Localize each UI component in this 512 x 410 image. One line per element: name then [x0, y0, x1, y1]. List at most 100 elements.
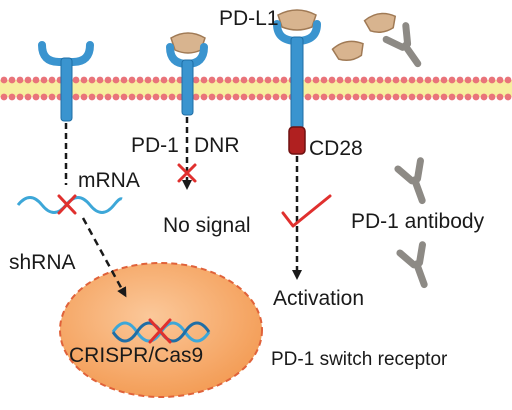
pd-l1-label: PD-L1: [219, 7, 279, 30]
lipid-head: [368, 93, 376, 101]
cross-icon: [148, 318, 172, 344]
lipid-head: [480, 93, 488, 101]
lipid-head: [72, 93, 80, 101]
lipid-head: [424, 93, 432, 101]
lipid-head: [264, 93, 272, 101]
lipid-head: [192, 93, 200, 101]
lipid-head: [32, 76, 40, 84]
antibody-icon: [396, 241, 428, 289]
lipid-head: [408, 76, 416, 84]
lipid-head: [40, 76, 48, 84]
lipid-head: [80, 93, 88, 101]
receptor-icon: [273, 20, 321, 155]
lipid-head: [424, 76, 432, 84]
lipid-head: [232, 76, 240, 84]
lipid-head: [120, 76, 128, 84]
lipid-head: [384, 76, 392, 84]
lipid-head: [200, 93, 208, 101]
lipid-head: [104, 76, 112, 84]
lipid-head: [472, 76, 480, 84]
lipid-head: [224, 76, 232, 84]
lipid-head: [72, 76, 80, 84]
lipid-head: [408, 93, 416, 101]
lipid-head: [488, 93, 496, 101]
lipid-head: [0, 93, 8, 101]
lipid-head: [248, 93, 256, 101]
lipid-head: [112, 93, 120, 101]
lipid-head: [392, 76, 400, 84]
cell-membrane: [0, 76, 512, 101]
lipid-head: [448, 76, 456, 84]
lipid-head: [328, 76, 336, 84]
lipid-head: [456, 76, 464, 84]
lipid-head: [136, 93, 144, 101]
no-signal-label: No signal: [163, 214, 251, 237]
lipid-head: [96, 93, 104, 101]
receptor-icon: [166, 43, 208, 116]
lipid-head: [8, 76, 16, 84]
pd-l1-ligand-icon: [331, 40, 364, 62]
lipid-head: [24, 76, 32, 84]
lipid-head: [384, 93, 392, 101]
lipid-head: [504, 76, 512, 84]
lipid-head: [168, 93, 176, 101]
lipid-head: [128, 93, 136, 101]
lipid-head: [352, 93, 360, 101]
cd28-domain: [288, 126, 306, 155]
lipid-head: [24, 93, 32, 101]
lipid-head: [152, 93, 160, 101]
lipid-head: [344, 76, 352, 84]
lipid-head: [104, 93, 112, 101]
switch-receptor-label: PD-1 switch receptor: [271, 349, 448, 370]
antibody-icon: [394, 157, 426, 205]
crispr-cas9-label: CRISPR/Cas9: [69, 344, 204, 367]
dnr-label: DNR: [194, 134, 240, 157]
lipid-head: [160, 93, 168, 101]
lipid-head: [160, 76, 168, 84]
lipid-head: [144, 93, 152, 101]
lipid-head: [376, 76, 384, 84]
cross-icon: [57, 194, 77, 215]
lipid-head: [88, 76, 96, 84]
lipid-head: [280, 76, 288, 84]
lipid-head: [368, 76, 376, 84]
pd-l1-ligand-icon: [277, 9, 317, 31]
lipid-head: [144, 76, 152, 84]
receptor-icon: [38, 41, 94, 122]
mrna-label: mRNA: [78, 169, 140, 192]
lipid-head: [240, 93, 248, 101]
lipid-head: [264, 76, 272, 84]
checkmark-icon: [281, 194, 332, 228]
lipid-head: [464, 76, 472, 84]
lipid-head: [464, 93, 472, 101]
lipid-head: [440, 76, 448, 84]
antibody-icon: [382, 22, 422, 68]
lipid-head: [128, 76, 136, 84]
lipid-head: [232, 93, 240, 101]
lipid-head: [400, 93, 408, 101]
lipid-head: [304, 76, 312, 84]
lipid-head: [32, 93, 40, 101]
lipid-head: [336, 76, 344, 84]
lipid-head: [496, 93, 504, 101]
lipid-head: [480, 76, 488, 84]
lipid-head: [256, 93, 264, 101]
lipid-head: [192, 76, 200, 84]
lipid-head: [280, 93, 288, 101]
lipid-head: [432, 93, 440, 101]
pd-l1-ligand-icon: [363, 12, 397, 34]
mrna-strand-icon: [16, 196, 123, 214]
lipid-head: [48, 93, 56, 101]
lipid-head: [456, 93, 464, 101]
lipid-head: [96, 76, 104, 84]
activation-label: Activation: [273, 287, 365, 310]
lipid-head: [8, 93, 16, 101]
lipid-head: [40, 93, 48, 101]
lipid-head: [416, 93, 424, 101]
lipid-head: [88, 93, 96, 101]
pd-1-label: PD-1: [131, 134, 179, 157]
lipid-head: [496, 76, 504, 84]
lipid-head: [80, 76, 88, 84]
lipid-head: [200, 76, 208, 84]
